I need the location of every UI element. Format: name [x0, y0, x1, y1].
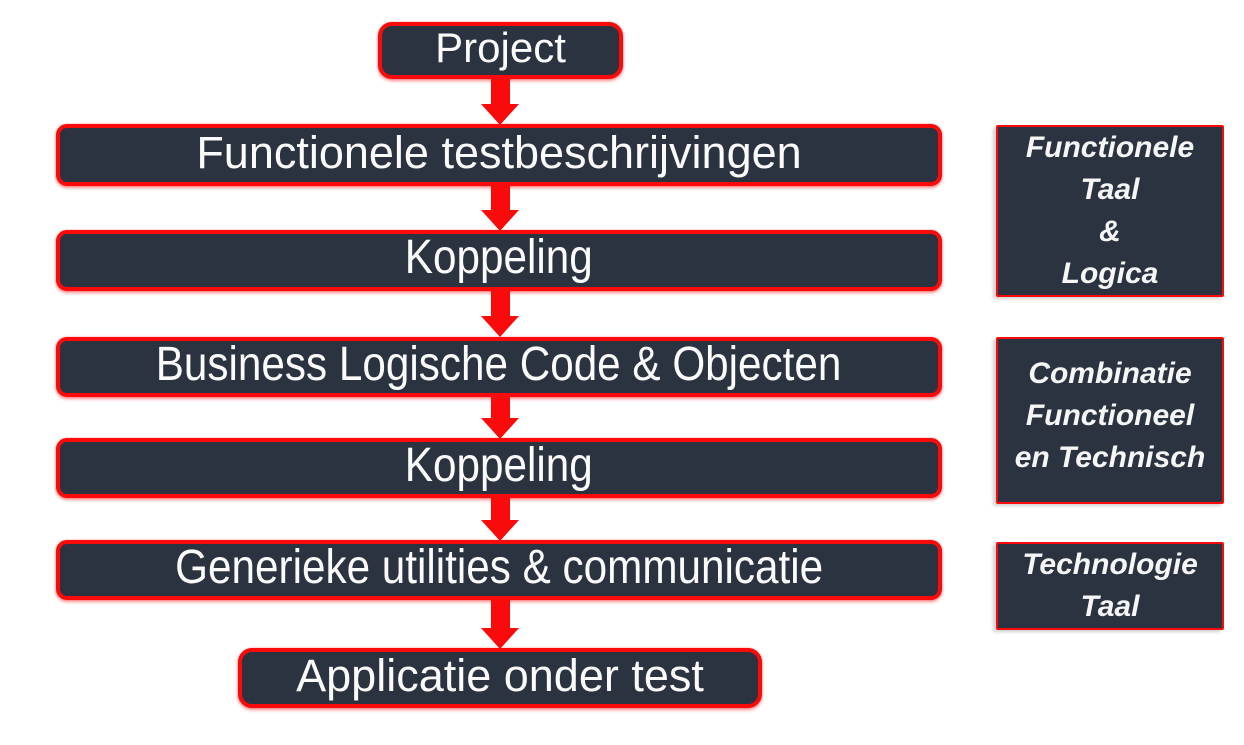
arrow-head — [481, 418, 519, 439]
side-label-line: Functionele — [1025, 131, 1195, 164]
flow-box-project: Project — [378, 22, 623, 79]
arrow-head — [481, 316, 519, 337]
side-label-line: Technologie — [1022, 548, 1198, 581]
flow-box-project-label: Project — [435, 24, 566, 71]
flow-box-label: Applicatie onder test — [296, 650, 704, 701]
flow-box-business-logische-code-objecten: Business Logische Code & Objecten — [56, 337, 942, 397]
arrow-head — [481, 210, 519, 231]
flow-box-generieke-utilities-communicatie: Generieke utilities & communicatie — [56, 540, 942, 600]
flow-box-applicatie-onder-test: Applicatie onder test — [238, 648, 762, 708]
flow-box-label: Koppeling — [405, 231, 593, 284]
flow-box-functionele-testbeschrijvingen: Functionele testbeschrijvingen — [56, 124, 942, 186]
side-label-line: Taal — [1080, 590, 1140, 623]
arrow-down-icon — [481, 78, 519, 125]
side-label-line: & — [1099, 215, 1121, 248]
arrow-shaft — [490, 396, 510, 418]
arrow-down-icon — [481, 290, 519, 337]
side-label-line: Logica — [1061, 257, 1159, 290]
arrow-down-icon — [481, 497, 519, 541]
flow-box-koppeling-1: Koppeling — [56, 230, 942, 291]
side-label-combinatie-functioneel-en-technisch: Combinatie Functioneel en Technisch — [996, 337, 1224, 504]
side-label-functionele-taal-logica: Functionele Taal & Logica — [996, 125, 1224, 297]
arrow-shaft — [490, 290, 510, 316]
arrow-down-icon — [481, 396, 519, 439]
flow-box-label: Functionele testbeschrijvingen — [196, 127, 802, 178]
arrow-down-icon — [481, 185, 519, 231]
flow-box-koppeling-2: Koppeling — [56, 438, 942, 498]
flow-box-label: Business Logische Code & Objecten — [156, 337, 842, 391]
arrow-down-icon — [481, 599, 519, 649]
arrow-shaft — [490, 185, 510, 210]
side-label-line: Combinatie — [1028, 357, 1192, 390]
arrow-shaft — [490, 78, 510, 104]
side-label-line: Functioneel — [1025, 399, 1195, 432]
arrow-head — [481, 520, 519, 541]
arrow-shaft — [490, 599, 510, 628]
flow-box-label: Generieke utilities & communicatie — [175, 540, 823, 594]
side-label-line: en Technisch — [1014, 441, 1206, 474]
arrow-head — [481, 104, 519, 125]
side-label-line: Taal — [1080, 173, 1140, 206]
flow-box-label: Koppeling — [405, 438, 593, 492]
arrow-head — [481, 628, 519, 649]
arrow-shaft — [490, 497, 510, 520]
side-label-technologie-taal: Technologie Taal — [996, 542, 1224, 630]
